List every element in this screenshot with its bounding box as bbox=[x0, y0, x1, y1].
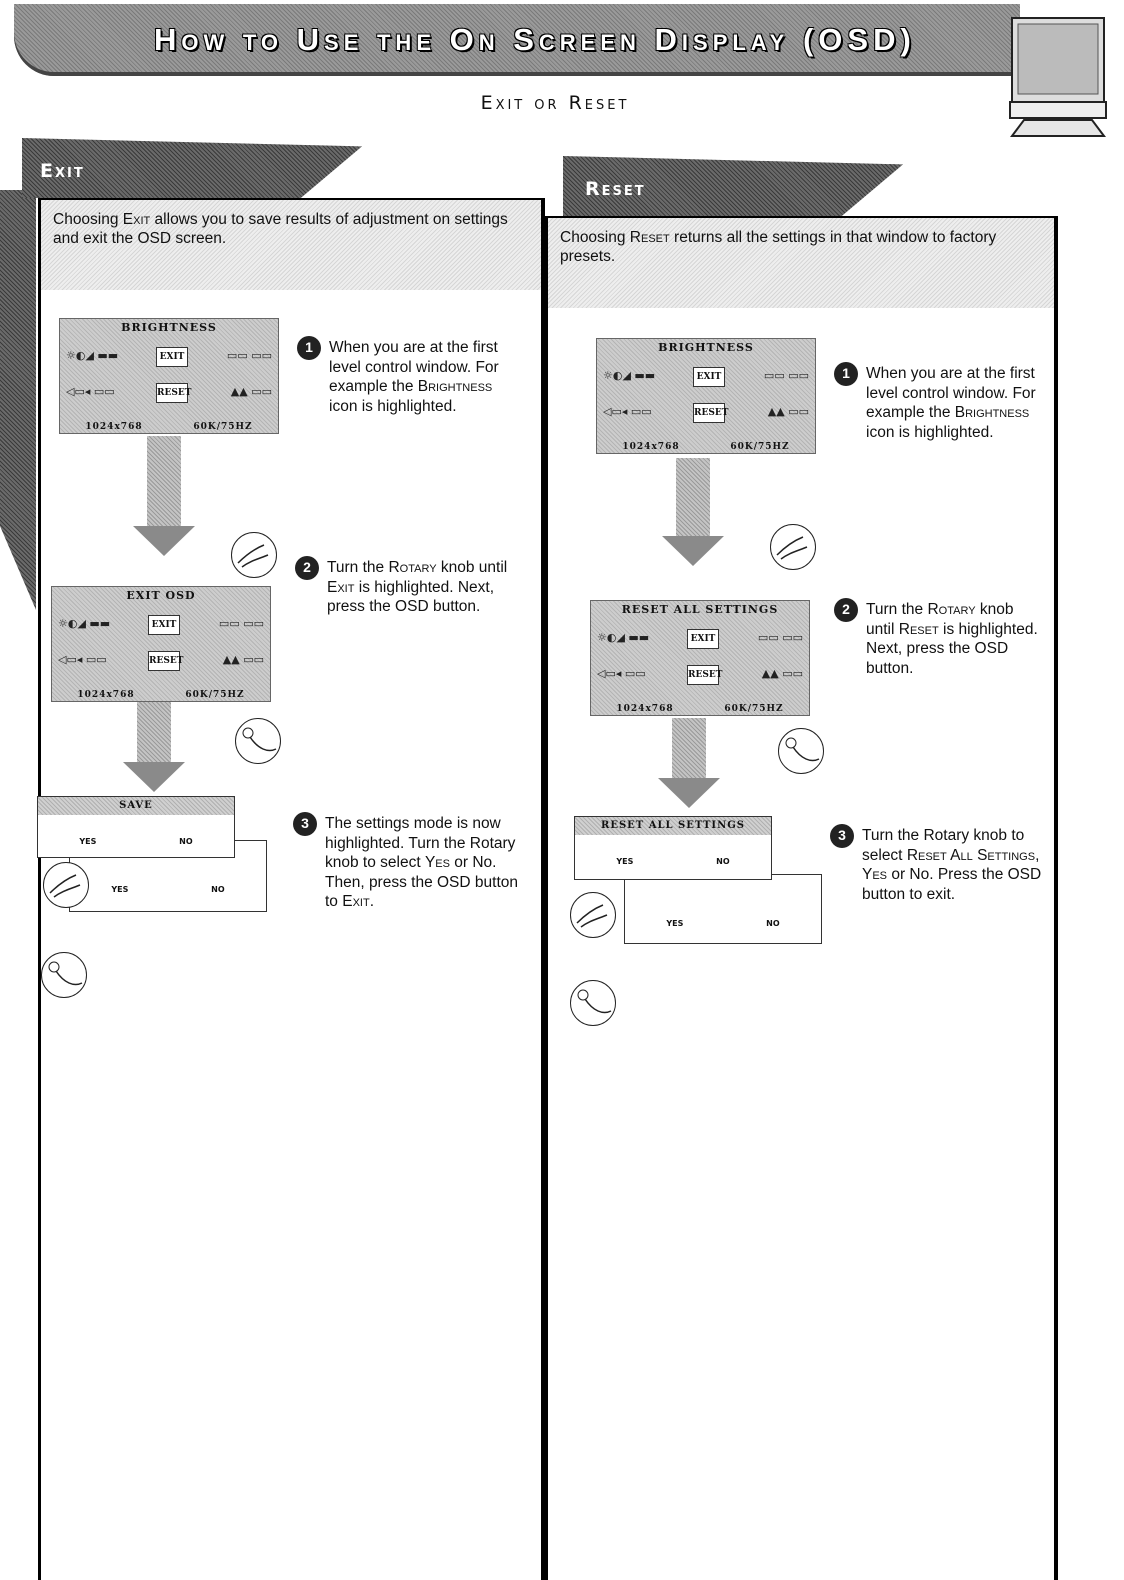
reset-section: Reset Choosing Reset returns all the set… bbox=[545, 156, 1105, 1580]
reset-tab-label: Reset bbox=[585, 178, 646, 200]
dialog-title: SAVE bbox=[38, 797, 234, 815]
osd-button-hand-icon bbox=[235, 718, 281, 764]
reset-step-2: 2 Turn the Rotary knob until Reset is hi… bbox=[834, 598, 1044, 678]
arrow-shaft bbox=[676, 458, 710, 538]
osd-reset-item: RESET bbox=[156, 383, 191, 403]
exit-intro-term: Exit bbox=[122, 211, 151, 228]
osd-icon-row-top: ☼◐◢ ▬▬ ▭▭ ▭▭ bbox=[603, 369, 809, 382]
reset-intro-term: Reset bbox=[629, 229, 670, 246]
step-number: 3 bbox=[830, 824, 854, 848]
step-text: The settings mode is now highlighted. Tu… bbox=[325, 815, 518, 910]
step-text: Turn the Rotary knob until Reset is high… bbox=[866, 601, 1038, 677]
down-arrow-icon bbox=[662, 536, 724, 566]
osd-button-hand-icon bbox=[41, 952, 87, 998]
page-title: How to Use the On Screen Display (OSD) bbox=[154, 22, 916, 57]
exit-section: Exit Choosing Exit allows you to save re… bbox=[0, 138, 560, 1580]
dialog-no: NO bbox=[716, 857, 730, 866]
osd-reset-item: RESET bbox=[693, 403, 728, 423]
arrow-shaft bbox=[672, 718, 706, 780]
osd-reset-item: RESET bbox=[148, 651, 183, 671]
step-number: 1 bbox=[297, 336, 321, 360]
osd-icon-row-bottom: ◁▭◂ ▭▭ ▲▲ ▭▭ bbox=[597, 667, 803, 680]
down-arrow-icon bbox=[123, 762, 185, 792]
osd-title: BRIGHTNESS bbox=[121, 321, 217, 334]
step-number: 2 bbox=[834, 598, 858, 622]
title-banner: How to Use the On Screen Display (OSD) bbox=[14, 4, 1020, 76]
page-subtitle: Exit or Reset bbox=[480, 92, 630, 114]
exit-step-2: 2 Turn the Rotary knob until Exit is hig… bbox=[295, 556, 515, 617]
osd-exit-item: EXIT bbox=[156, 347, 188, 367]
exit-step-1: 1 When you are at the first level contro… bbox=[297, 336, 517, 416]
osd-icon-row-bottom: ◁▭◂ ▭▭ ▲▲ ▭▭ bbox=[58, 653, 264, 666]
reset-dialog: RESET ALL SETTINGS YES NO bbox=[574, 816, 772, 880]
osd-reset-item: RESET bbox=[687, 665, 722, 685]
exit-intro-text-b: allows you to save results of adjustment… bbox=[53, 211, 508, 247]
osd-exit-item: EXIT bbox=[148, 615, 180, 635]
rotary-knob-hand-icon bbox=[231, 532, 277, 578]
exit-panel: Choosing Exit allows you to save results… bbox=[37, 198, 545, 1580]
osd-icon-row-top: ☼◐◢ ▬▬ ▭▭ ▭▭ bbox=[58, 617, 264, 630]
exit-tab-label: Exit bbox=[40, 160, 85, 182]
step-text: Turn the Rotary knob until Exit is highl… bbox=[327, 559, 508, 615]
osd-icon-row-top: ☼◐◢ ▬▬ ▭▭ ▭▭ bbox=[597, 631, 803, 644]
osd-icon-row-bottom: ◁▭◂ ▭▭ ▲▲ ▭▭ bbox=[66, 385, 272, 398]
osd-button-hand-icon bbox=[778, 728, 824, 774]
osd-icon-row-top: ☼◐◢ ▬▬ ▭▭ ▭▭ bbox=[66, 349, 272, 362]
exit-intro-text-a: Choosing bbox=[53, 211, 123, 228]
osd-button-hand-icon bbox=[570, 980, 616, 1026]
dialog-title: RESET ALL SETTINGS bbox=[575, 817, 771, 835]
step-number: 1 bbox=[834, 362, 858, 386]
monitor-icon bbox=[1004, 10, 1112, 147]
reset-tab bbox=[563, 156, 903, 216]
reset-step-1: 1 When you are at the first level contro… bbox=[834, 362, 1044, 442]
dialog-yes: YES bbox=[79, 837, 97, 846]
dialog-no: NO bbox=[179, 837, 193, 846]
rotary-knob-hand-icon bbox=[43, 862, 89, 908]
step-number: 2 bbox=[295, 556, 319, 580]
step-number: 3 bbox=[293, 812, 317, 836]
down-arrow-icon bbox=[133, 526, 195, 556]
rotary-knob-hand-icon bbox=[570, 892, 616, 938]
osd-title: RESET ALL SETTINGS bbox=[621, 603, 779, 616]
osd-screen-reset: RESET ALL SETTINGS ☼◐◢ ▬▬ ▭▭ ▭▭ ◁▭◂ ▭▭ ▲… bbox=[590, 600, 810, 716]
save-dialog: SAVE YES NO bbox=[37, 796, 235, 858]
rotary-knob-hand-icon bbox=[770, 524, 816, 570]
osd-title: BRIGHTNESS bbox=[658, 341, 754, 354]
exit-step-3: 3 The settings mode is now highlighted. … bbox=[293, 812, 519, 912]
reset-intro-text-b: returns all the settings in that window … bbox=[560, 229, 997, 265]
reset-intro: Choosing Reset returns all the settings … bbox=[548, 218, 1054, 308]
osd-screen-brightness: BRIGHTNESS ☼◐◢ ▬▬ ▭▭ ▭▭ ◁▭◂ ▭▭ ▲▲ ▭▭ EXI… bbox=[596, 338, 816, 454]
osd-icon-row-bottom: ◁▭◂ ▭▭ ▲▲ ▭▭ bbox=[603, 405, 809, 418]
osd-exit-item: EXIT bbox=[693, 367, 725, 387]
osd-screen-exit: EXIT OSD ☼◐◢ ▬▬ ▭▭ ▭▭ ◁▭◂ ▭▭ ▲▲ ▭▭ EXIT … bbox=[51, 586, 271, 702]
exit-intro: Choosing Exit allows you to save results… bbox=[41, 200, 541, 290]
reset-panel: Choosing Reset returns all the settings … bbox=[545, 216, 1058, 1580]
step-text: When you are at the first level control … bbox=[866, 365, 1036, 441]
reset-intro-text-a: Choosing bbox=[560, 229, 630, 246]
osd-exit-item: EXIT bbox=[687, 629, 719, 649]
down-arrow-icon bbox=[658, 778, 720, 808]
dialog-yes: YES bbox=[616, 857, 634, 866]
exit-tab bbox=[22, 138, 362, 198]
arrow-shaft bbox=[137, 702, 171, 764]
osd-title: EXIT OSD bbox=[126, 589, 196, 602]
arrow-shaft bbox=[147, 436, 181, 528]
side-band bbox=[0, 190, 36, 610]
osd-screen-brightness: BRIGHTNESS ☼◐◢ ▬▬ ▭▭ ▭▭ ◁▭◂ ▭▭ ▲▲ ▭▭ EXI… bbox=[59, 318, 279, 434]
step-text: Turn the Rotary knob to select Reset All… bbox=[862, 827, 1042, 903]
reset-step-3: 3 Turn the Rotary knob to select Reset A… bbox=[830, 824, 1044, 904]
step-text: When you are at the first level control … bbox=[329, 339, 499, 415]
